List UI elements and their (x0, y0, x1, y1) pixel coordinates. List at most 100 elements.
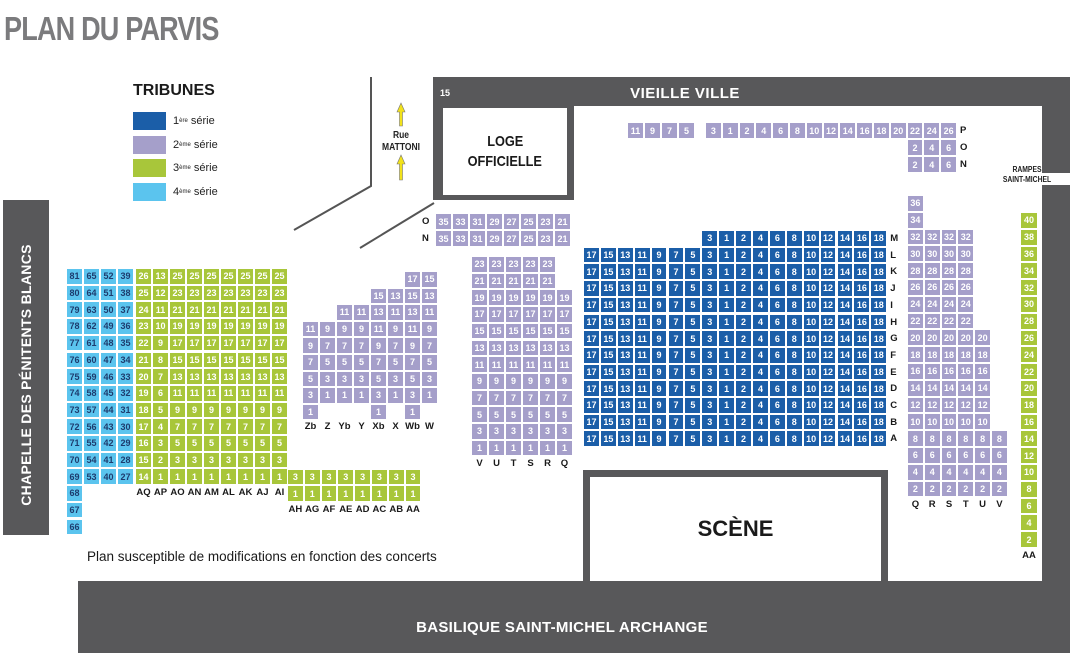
seat[interactable]: 25 (520, 230, 537, 247)
seat[interactable]: 1 (302, 403, 319, 421)
seat[interactable]: 13 (254, 368, 271, 385)
seat[interactable]: 9 (237, 401, 254, 419)
seat[interactable]: 11 (633, 263, 651, 281)
seat[interactable]: 15 (135, 451, 152, 469)
seat[interactable]: 3 (337, 468, 355, 486)
seat[interactable]: 18 (870, 346, 888, 364)
seat[interactable]: 7 (505, 389, 522, 407)
seat[interactable]: 13 (186, 368, 203, 385)
seat[interactable]: 25 (254, 268, 271, 285)
seat[interactable]: 7 (667, 413, 685, 431)
seat[interactable]: 5 (237, 435, 254, 452)
seat[interactable]: 69 (66, 468, 83, 486)
seat[interactable]: 16 (907, 363, 924, 380)
seat[interactable]: 5 (152, 401, 169, 419)
seat[interactable]: 15 (556, 322, 573, 340)
seat[interactable]: 3 (701, 363, 719, 381)
seat[interactable]: 12 (819, 430, 837, 448)
seat[interactable]: 3 (220, 451, 237, 469)
seat[interactable]: 18 (870, 380, 888, 397)
seat[interactable]: 16 (853, 346, 871, 364)
seat[interactable]: 5 (336, 354, 353, 371)
seat[interactable]: 13 (616, 246, 634, 264)
seat[interactable]: 9 (650, 280, 668, 297)
seat[interactable]: 1 (718, 430, 736, 448)
seat[interactable]: 17 (583, 397, 600, 414)
seat[interactable]: 16 (853, 263, 871, 281)
seat[interactable]: 11 (471, 356, 488, 373)
seat[interactable]: 12 (819, 296, 837, 314)
seat[interactable]: 18 (135, 401, 152, 419)
seat[interactable]: 34 (907, 211, 924, 229)
seat[interactable]: 4 (752, 296, 769, 314)
seat[interactable]: 7 (667, 280, 685, 297)
seat[interactable]: 1 (404, 485, 422, 502)
seat[interactable]: 14 (839, 122, 857, 139)
seat[interactable]: 3 (354, 468, 371, 486)
seat[interactable]: 5 (505, 406, 522, 423)
seat[interactable]: 7 (471, 389, 488, 407)
seat[interactable]: 3 (539, 423, 556, 440)
seat[interactable]: 18 (870, 413, 888, 431)
seat[interactable]: 21 (554, 230, 571, 247)
seat[interactable]: 3 (186, 451, 203, 469)
seat[interactable]: 11 (505, 356, 522, 373)
seat[interactable]: 7 (667, 363, 685, 381)
seat[interactable]: 26 (940, 279, 958, 296)
seat[interactable]: 3 (701, 296, 719, 314)
seat[interactable]: 5 (684, 430, 702, 448)
seat[interactable]: 11 (404, 320, 421, 338)
seat[interactable]: 31 (117, 401, 134, 419)
seat[interactable]: 1 (353, 387, 370, 404)
seat[interactable]: 12 (819, 413, 837, 431)
seat[interactable]: 36 (117, 318, 134, 335)
seat[interactable]: 17 (237, 334, 254, 352)
seat[interactable]: 34 (117, 351, 134, 369)
seat[interactable]: 28 (117, 451, 134, 469)
seat[interactable]: 12 (819, 263, 837, 281)
seat[interactable]: 14 (836, 296, 854, 314)
seat[interactable]: 7 (387, 337, 404, 354)
seat[interactable]: 9 (254, 401, 271, 419)
seat[interactable]: 12 (974, 396, 991, 414)
seat[interactable]: 4 (752, 397, 769, 414)
seat[interactable]: 28 (957, 262, 975, 279)
seat[interactable]: 13 (616, 313, 634, 331)
seat[interactable]: 28 (1020, 312, 1038, 330)
seat[interactable]: 11 (633, 397, 651, 414)
seat[interactable]: 75 (66, 368, 83, 385)
seat[interactable]: 20 (1020, 380, 1038, 397)
seat[interactable]: 35 (117, 334, 134, 352)
seat[interactable]: 1 (522, 439, 539, 457)
seat[interactable]: 5 (684, 313, 702, 331)
seat[interactable]: 5 (186, 435, 203, 452)
seat[interactable]: 10 (802, 397, 820, 414)
seat[interactable]: 21 (271, 301, 288, 319)
seat[interactable]: 22 (957, 312, 975, 330)
seat[interactable]: 13 (421, 287, 438, 305)
seat[interactable]: 3 (271, 451, 288, 469)
seat[interactable]: 12 (819, 363, 837, 381)
seat[interactable]: 55 (83, 435, 100, 452)
seat[interactable]: 5 (353, 354, 370, 371)
seat[interactable]: 15 (599, 263, 617, 281)
seat[interactable]: 1 (319, 387, 336, 404)
seat[interactable]: 3 (701, 380, 719, 397)
seat[interactable]: 3 (701, 313, 719, 331)
seat[interactable]: 23 (135, 318, 152, 335)
seat[interactable]: 9 (471, 372, 488, 390)
seat[interactable]: 2 (735, 413, 752, 431)
seat[interactable]: 47 (100, 351, 117, 369)
seat[interactable]: 6 (923, 447, 941, 464)
seat[interactable]: 33 (452, 213, 469, 230)
seat[interactable]: 30 (1020, 296, 1038, 313)
seat[interactable]: 40 (100, 468, 117, 486)
seat[interactable]: 2 (152, 451, 169, 469)
seat[interactable]: 10 (802, 246, 820, 264)
seat[interactable]: 23 (254, 284, 271, 302)
seat[interactable]: 17 (583, 246, 600, 264)
seat[interactable]: 7 (302, 354, 319, 371)
seat[interactable]: 7 (254, 418, 271, 435)
seat[interactable]: 9 (319, 320, 336, 338)
seat[interactable]: 1 (556, 439, 573, 457)
